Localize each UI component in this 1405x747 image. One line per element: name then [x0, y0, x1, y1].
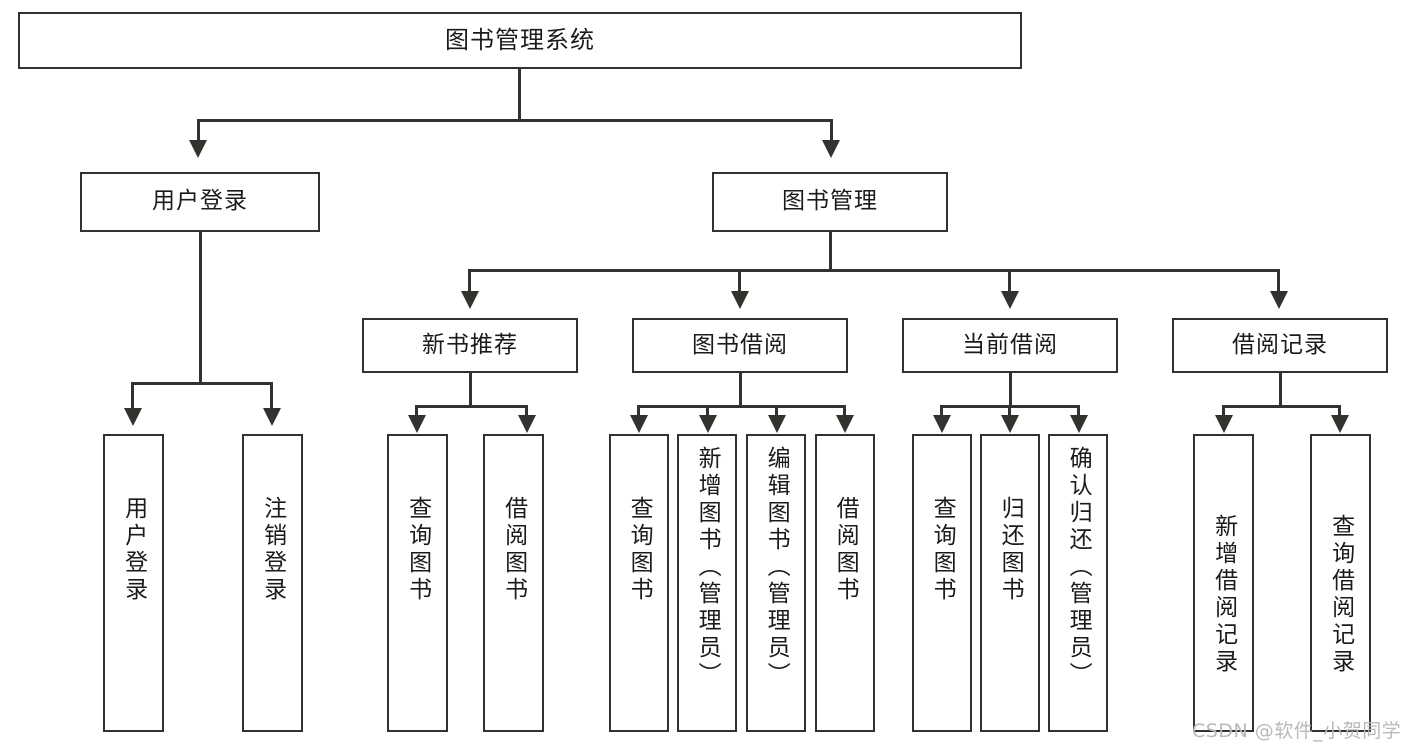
node-leaf-return-book[interactable]: 归还图书: [980, 434, 1040, 732]
edge-drop-leaf-add-book: [706, 405, 709, 417]
arrow-user-login: [189, 140, 207, 158]
arrow-leaf-return-book: [1001, 415, 1019, 433]
node-label: 图书管理: [782, 188, 878, 215]
node-label: 借阅记录: [1232, 331, 1328, 358]
edge-drop-leaf-borrow-book-1: [525, 405, 528, 417]
node-label: 注销登录: [259, 496, 286, 604]
edge-drop-current-borrow: [1008, 269, 1011, 293]
node-label: 新书推荐: [422, 331, 518, 358]
arrow-new-book-recommend: [461, 291, 479, 309]
csdn-watermark: CSDN @软件_小贺同学: [1192, 720, 1402, 742]
node-label: 借阅图书: [832, 496, 859, 604]
node-label: 用户登录: [120, 496, 147, 604]
node-leaf-borrow-book-borrow[interactable]: 借阅图书: [815, 434, 875, 732]
node-leaf-query-book-current[interactable]: 查询图书: [912, 434, 972, 732]
edge-stem-current-borrow: [1009, 373, 1012, 408]
node-book-management[interactable]: 图书管理: [712, 172, 948, 232]
node-label: 新增图书（管理员）: [694, 446, 721, 689]
node-leaf-add-book[interactable]: 新增图书（管理员）: [677, 434, 737, 732]
node-label: 图书管理系统: [445, 26, 595, 55]
node-label: 图书借阅: [692, 331, 788, 358]
edge-drop-leaf-query-book-3: [940, 405, 943, 417]
arrow-leaf-query-book-2: [630, 415, 648, 433]
edge-drop-user-login: [197, 119, 200, 143]
edge-drop-leaf-edit-book: [775, 405, 778, 417]
edge-drop-leaf-user-login: [131, 382, 134, 410]
node-label: 归还图书: [997, 496, 1024, 604]
node-leaf-add-borrow-record[interactable]: 新增借阅记录: [1193, 434, 1254, 732]
node-new-book-recommend[interactable]: 新书推荐: [362, 318, 578, 373]
edge-stem-book-management: [829, 232, 832, 272]
node-book-borrow[interactable]: 图书借阅: [632, 318, 848, 373]
edge-drop-borrow-record: [1277, 269, 1280, 293]
node-user-login[interactable]: 用户登录: [80, 172, 320, 232]
edge-bus-borrow-record: [1222, 405, 1341, 408]
node-leaf-query-borrow-record[interactable]: 查询借阅记录: [1310, 434, 1371, 732]
node-label: 查询图书: [929, 496, 956, 604]
edge-drop-leaf-query-book-2: [637, 405, 640, 417]
node-leaf-logout[interactable]: 注销登录: [242, 434, 303, 732]
edge-bus-level1: [197, 119, 833, 122]
node-leaf-edit-book[interactable]: 编辑图书（管理员）: [746, 434, 806, 732]
edge-drop-leaf-borrow-book-2: [843, 405, 846, 417]
arrow-current-borrow: [1001, 291, 1019, 309]
edge-stem-borrow-record: [1279, 373, 1282, 408]
arrow-leaf-borrow-book-2: [836, 415, 854, 433]
arrow-leaf-query-book-3: [933, 415, 951, 433]
node-label: 查询借阅记录: [1327, 514, 1354, 676]
arrow-book-borrow: [731, 291, 749, 309]
node-borrow-record[interactable]: 借阅记录: [1172, 318, 1388, 373]
arrow-leaf-confirm-return: [1070, 415, 1088, 433]
node-leaf-query-book-borrow[interactable]: 查询图书: [609, 434, 669, 732]
edge-drop-leaf-query-record: [1338, 405, 1341, 417]
edge-bus-user-login-leaves: [131, 382, 272, 385]
edge-bus-level3: [468, 269, 1280, 272]
edge-stem-user-login: [199, 232, 202, 384]
node-label: 编辑图书（管理员）: [763, 446, 790, 689]
edge-root-stem: [518, 69, 521, 121]
arrow-leaf-query-record: [1331, 415, 1349, 433]
node-leaf-borrow-book-recommend[interactable]: 借阅图书: [483, 434, 544, 732]
arrow-leaf-add-record: [1215, 415, 1233, 433]
node-label: 确认归还（管理员）: [1065, 446, 1092, 689]
edge-bus-book-borrow: [637, 405, 845, 408]
node-root-book-management-system[interactable]: 图书管理系统: [18, 12, 1022, 69]
edge-drop-leaf-add-record: [1222, 405, 1225, 417]
edge-drop-leaf-logout: [270, 382, 273, 410]
edge-drop-new-book-recommend: [468, 269, 471, 293]
node-label: 当前借阅: [962, 331, 1058, 358]
node-leaf-confirm-return[interactable]: 确认归还（管理员）: [1048, 434, 1108, 732]
node-current-borrow[interactable]: 当前借阅: [902, 318, 1118, 373]
arrow-leaf-logout: [263, 408, 281, 426]
edge-drop-leaf-return-book: [1008, 405, 1011, 417]
arrow-leaf-add-book: [699, 415, 717, 433]
node-leaf-user-login[interactable]: 用户登录: [103, 434, 164, 732]
arrow-leaf-edit-book: [768, 415, 786, 433]
arrow-borrow-record: [1270, 291, 1288, 309]
arrow-book-manage: [822, 140, 840, 158]
arrow-leaf-user-login: [124, 408, 142, 426]
edge-drop-leaf-confirm-return: [1077, 405, 1080, 417]
edge-stem-book-borrow: [739, 373, 742, 408]
node-label: 用户登录: [152, 188, 248, 215]
arrow-leaf-query-book-1: [408, 415, 426, 433]
edge-drop-book-manage: [830, 119, 833, 143]
arrow-leaf-borrow-book-1: [518, 415, 536, 433]
edge-stem-new-book-recommend: [469, 373, 472, 408]
node-label: 新增借阅记录: [1210, 514, 1237, 676]
node-leaf-query-book-recommend[interactable]: 查询图书: [387, 434, 448, 732]
edge-drop-leaf-query-book-1: [415, 405, 418, 417]
edge-drop-book-borrow: [738, 269, 741, 293]
node-label: 借阅图书: [500, 496, 527, 604]
node-label: 查询图书: [626, 496, 653, 604]
node-label: 查询图书: [404, 496, 431, 604]
edge-bus-new-book-recommend: [415, 405, 528, 408]
